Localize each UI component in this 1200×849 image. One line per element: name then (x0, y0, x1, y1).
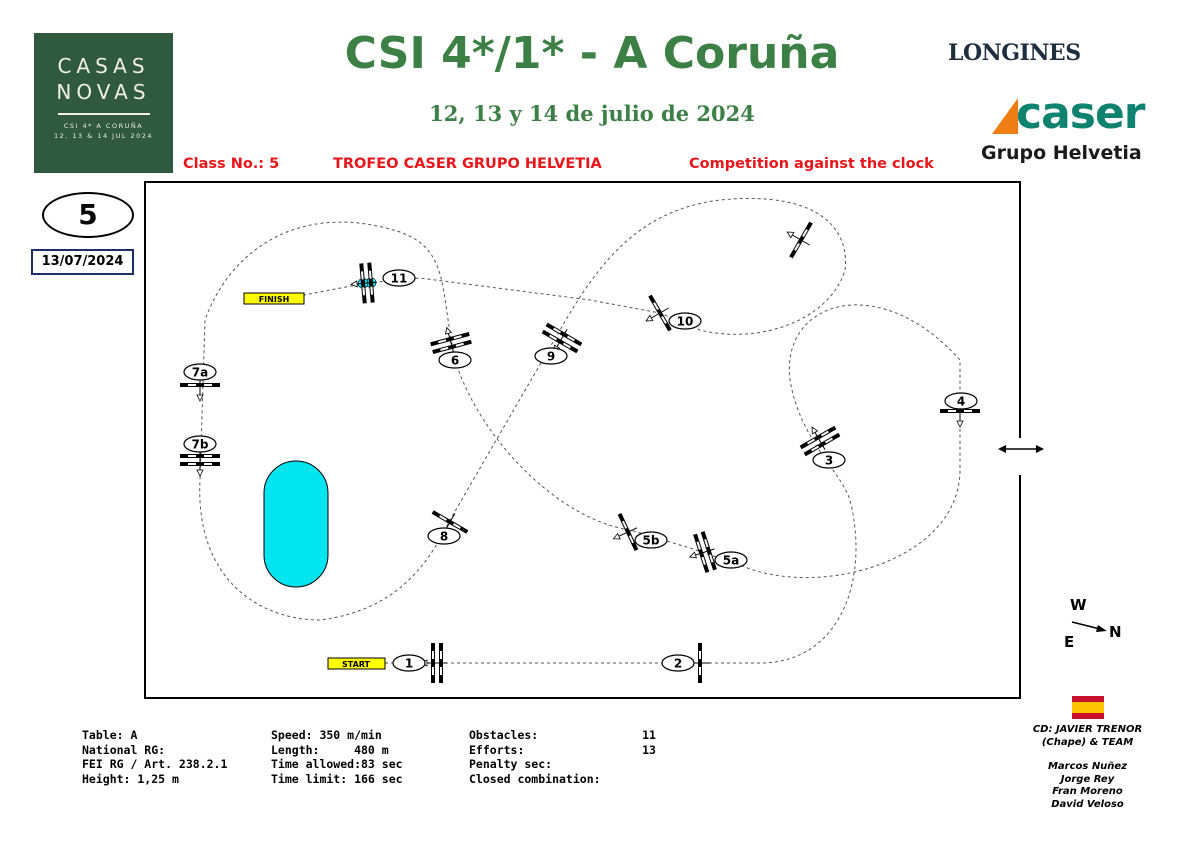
trophy-name: TROFEO CASER GRUPO HELVETIA (333, 156, 602, 172)
fence-5b (612, 513, 639, 551)
table-info: Table: A (82, 728, 138, 742)
arena-border (144, 181, 1021, 699)
logo-line1: CASAS (57, 54, 150, 78)
compass-east: E (1064, 633, 1074, 651)
obstacle-label: 1 (405, 657, 413, 671)
fence-1 (420, 643, 447, 683)
obstacle-label: 10 (677, 315, 694, 329)
event-dates: 12, 13 y 14 de julio de 2024 (429, 101, 755, 126)
gate-arrow-icon (998, 445, 1044, 453)
team-label: (Chape) & TEAM (1041, 736, 1134, 748)
finish-label: FINISH (259, 295, 290, 304)
course-track (199, 198, 961, 664)
fei-rg: FEI RG / Art. 238.2.1 (82, 757, 228, 771)
obstacle-number: 9 (534, 347, 568, 365)
obstacle-number: 2 (661, 654, 695, 672)
start-label: START (342, 660, 371, 669)
obstacle-number: 3 (812, 451, 846, 469)
fence-11 (350, 262, 378, 304)
compass-north: N (1109, 623, 1122, 641)
water-pool (263, 460, 329, 588)
efforts-count: Efforts: 13 (469, 742, 656, 757)
obstacle-number: 7b (183, 435, 217, 453)
course-designer: CD: JAVIER TRENOR (1032, 724, 1143, 735)
obstacle-number: 5a (714, 551, 748, 569)
obstacle-number: 5b (634, 531, 668, 549)
logo-sub2: 12, 13 & 14 JUL 2024 (53, 132, 154, 140)
class-number-badge: 5 (42, 192, 134, 238)
penalty-sec: Penalty sec: (469, 757, 553, 771)
caser-logo: caser (1016, 88, 1146, 139)
fence-10 (645, 294, 672, 332)
obstacle-labels-layer: 1 2 3 4 5a 5b 6 7a 7b 8 9 10 11 (183, 269, 978, 672)
compass-west: W (1070, 596, 1087, 614)
caser-subtitle: Grupo Helvetia (981, 142, 1142, 164)
assistant: Fran Moreno (1052, 786, 1123, 797)
obstacle-label: 4 (957, 395, 965, 409)
compass-arrow-icon (1071, 621, 1101, 630)
fence-3 (799, 425, 841, 457)
assistant: David Veloso (1051, 798, 1124, 810)
spain-flag-icon (1072, 696, 1104, 719)
obstacle-label: 5a (723, 554, 739, 568)
fence-6 (430, 326, 472, 354)
class-date: 13/07/2024 (31, 249, 134, 275)
obstacle-label: 2 (674, 657, 682, 671)
obstacle-label: 3 (825, 454, 833, 468)
closed-combination: Closed combination: (469, 771, 601, 786)
fences-layer (180, 221, 980, 683)
obstacle-label: 11 (391, 272, 408, 286)
longines-logo: LONGINES (948, 40, 1081, 66)
fence-9 (541, 322, 583, 354)
obstacle-number: 11 (382, 269, 416, 287)
obstacle-number: 8 (427, 527, 461, 545)
caser-sail-icon (980, 98, 1018, 134)
assistant: Marcos Nuñez (1047, 761, 1128, 772)
time-allowed: Time allowed:83 sec (271, 757, 403, 771)
fence-5a (688, 531, 717, 573)
height-info: Height: 1,25 m (82, 771, 179, 786)
obstacles-count: Obstacles: 11 (469, 728, 656, 742)
speed-info: Speed: 350 m/min (271, 728, 382, 742)
unnumbered-fence (786, 221, 813, 259)
finish-marker: FINISH (243, 292, 305, 305)
assistant: Jorge Rey (1060, 773, 1115, 785)
obstacle-label: 7a (192, 366, 208, 380)
course-designer-credits: CD: JAVIER TRENOR (Chape) & TEAM Marcos … (1020, 724, 1155, 811)
start-marker: START (327, 657, 386, 670)
logo-sub1: CSI 4* A CORUÑA (63, 122, 144, 130)
obstacle-number: 7a (183, 363, 217, 381)
fence-7b (180, 450, 220, 477)
obstacle-number: 4 (944, 392, 978, 410)
length-info: Length: 480 m (271, 742, 389, 757)
obstacle-label: 9 (547, 350, 555, 364)
obstacle-label: 7b (192, 438, 209, 452)
casas-novas-logo: CASAS NOVAS CSI 4* A CORUÑA 12, 13 & 14 … (34, 33, 173, 173)
class-number-label: Class No.: 5 (183, 156, 280, 172)
logo-line2: NOVAS (56, 80, 151, 104)
obstacle-number: 1 (392, 654, 426, 672)
obstacle-number: 6 (438, 351, 472, 369)
competition-type: Competition against the clock (689, 156, 934, 172)
time-limit: Time limit: 166 sec (271, 771, 403, 786)
logo-divider (57, 113, 150, 115)
obstacle-label: 6 (451, 354, 459, 368)
obstacle-number: 10 (668, 312, 702, 330)
compass: W E N (1064, 596, 1122, 651)
obstacle-label: 5b (643, 534, 660, 548)
page-title: CSI 4*/1* - A Coruña (344, 28, 840, 79)
national-rg: National RG: (82, 742, 166, 757)
obstacle-label: 8 (440, 530, 448, 544)
